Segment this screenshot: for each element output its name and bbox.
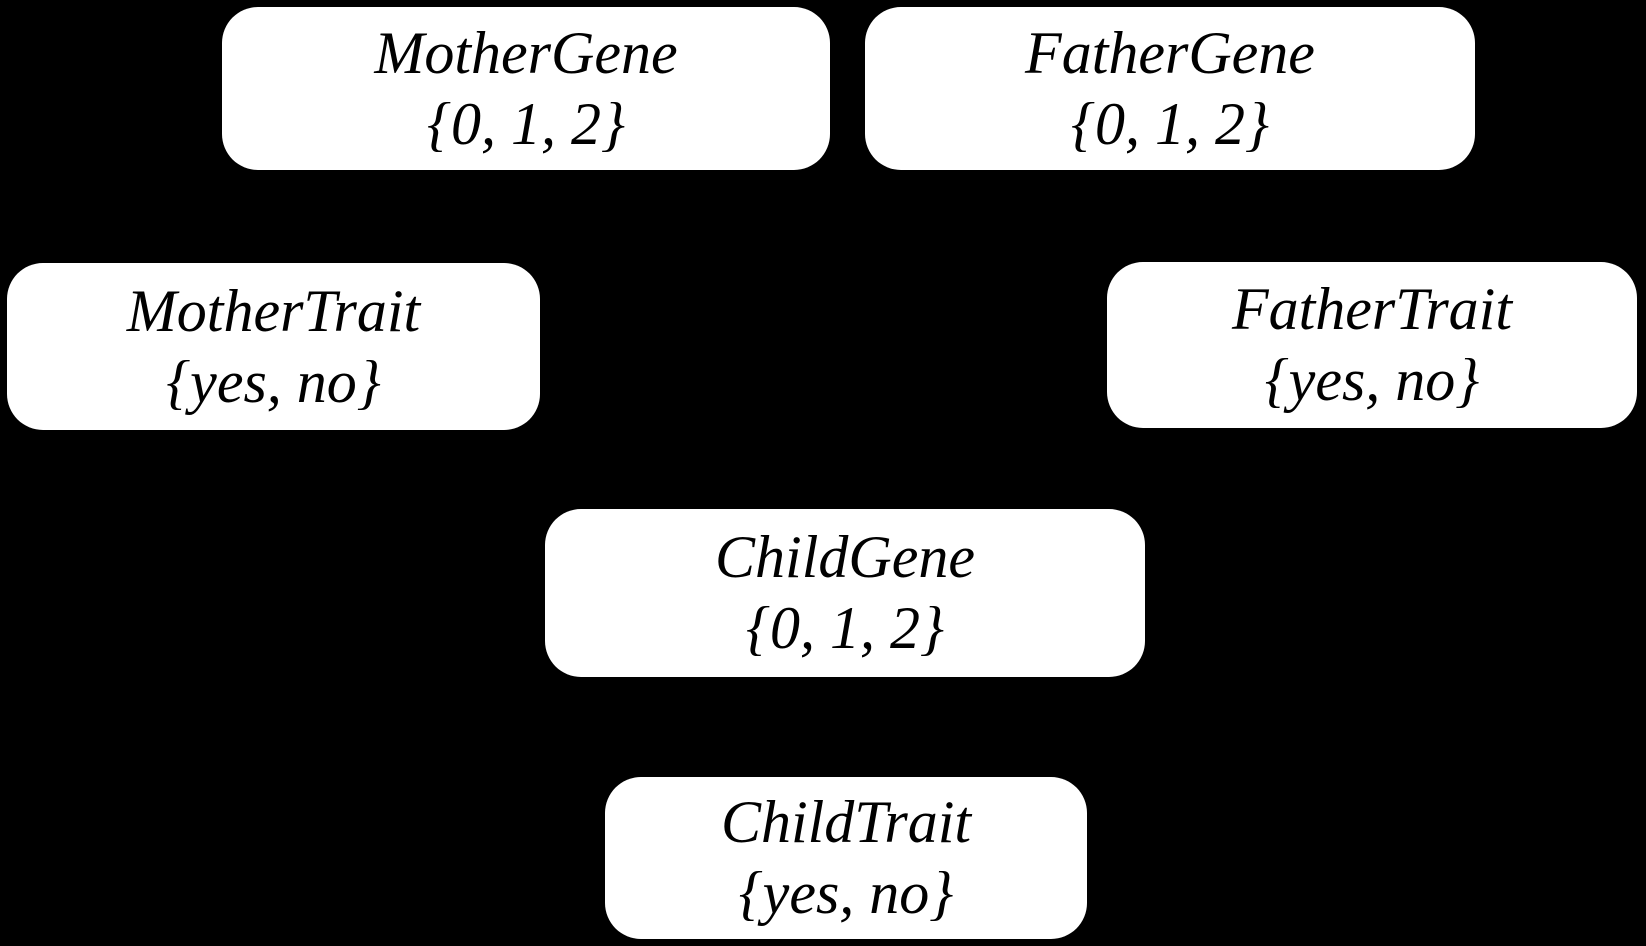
node-child-trait-values: {yes, no} [738,860,954,926]
node-father-trait: FatherTrait {yes, no} [1107,262,1637,428]
node-child-gene-label: ChildGene [715,524,975,591]
node-child-trait-label: ChildTrait [720,789,972,856]
node-mother-trait-label: MotherTrait [126,277,421,344]
node-father-gene: FatherGene {0, 1, 2} [865,7,1475,170]
node-father-trait-label: FatherTrait [1231,276,1513,343]
node-child-trait: ChildTrait {yes, no} [605,777,1087,939]
node-mother-gene-values: {0, 1, 2} [427,90,625,157]
node-child-gene-values: {0, 1, 2} [746,595,944,661]
node-mother-gene: MotherGene {0, 1, 2} [222,7,830,170]
node-mother-trait-values: {yes, no} [166,348,381,415]
node-child-gene: ChildGene {0, 1, 2} [545,509,1145,677]
node-father-gene-label: FatherGene [1025,19,1315,86]
node-father-gene-values: {0, 1, 2} [1071,90,1269,157]
node-mother-trait: MotherTrait {yes, no} [7,263,540,430]
node-mother-gene-label: MotherGene [374,19,678,86]
node-father-trait-values: {yes, no} [1264,347,1480,413]
